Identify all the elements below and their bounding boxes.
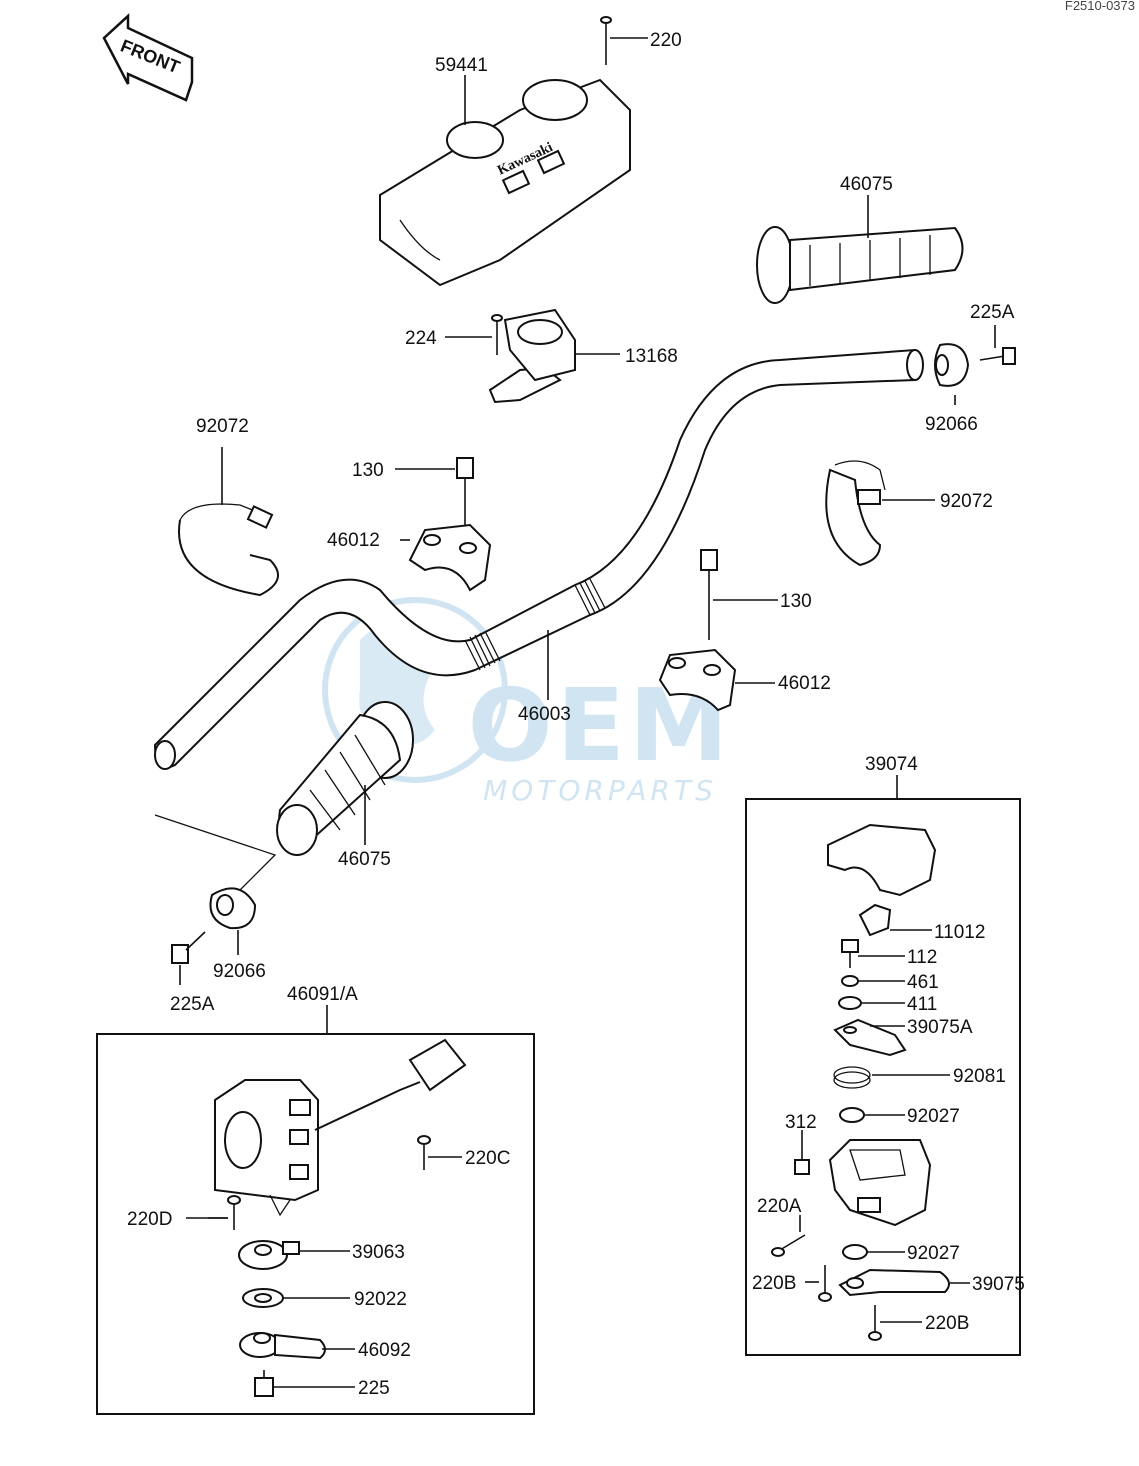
bolt-225A-right — [979, 325, 1016, 365]
bar-end-weight-left — [209, 887, 257, 955]
washer-92022 — [242, 1288, 350, 1308]
switch-housing-lower — [828, 1139, 932, 1227]
screw-220C — [417, 1135, 462, 1170]
label-46075-bottom: 46075 — [338, 849, 391, 870]
nut-225 — [254, 1370, 355, 1397]
switch-knob-11012 — [858, 903, 932, 937]
label-92066-top: 92066 — [925, 414, 978, 435]
label-46003: 46003 — [518, 704, 571, 725]
label-225A-top: 225A — [970, 302, 1015, 323]
label-46092: 46092 — [358, 1340, 411, 1361]
throttle-cable-holder — [488, 308, 620, 404]
label-220B-right: 220B — [925, 1313, 969, 1334]
label-92066-bottom: 92066 — [213, 961, 266, 982]
screw-220B-left — [805, 1265, 832, 1302]
diagram-reference-code: F2510-0373 — [1065, 0, 1135, 13]
washer-461 — [841, 975, 905, 987]
handlebar-grip-left — [276, 701, 414, 856]
label-39074: 39074 — [865, 754, 918, 775]
label-46012-right: 46012 — [778, 673, 831, 694]
label-39063: 39063 — [352, 1242, 405, 1263]
handlebar — [153, 348, 924, 770]
label-11012: 11012 — [934, 922, 985, 943]
handlebar-holder-upper-left — [400, 523, 492, 592]
label-39075A: 39075A — [907, 1017, 973, 1038]
cable-band-right — [825, 460, 935, 567]
label-411: 411 — [907, 994, 937, 1015]
label-92072-right: 92072 — [940, 491, 993, 512]
label-46091A: 46091/A — [287, 984, 358, 1005]
label-39075: 39075 — [972, 1274, 1025, 1295]
label-13168: 13168 — [625, 346, 678, 367]
label-92072-left: 92072 — [196, 416, 249, 437]
seal-92027-lower — [842, 1244, 905, 1260]
label-312: 312 — [785, 1112, 817, 1133]
right-switch-assembly-box — [745, 775, 1021, 1356]
spring-92081 — [833, 1066, 950, 1089]
plate-39075A — [833, 1018, 907, 1057]
bolt-130-right — [700, 549, 778, 640]
throttle-pulley-39063 — [238, 1240, 350, 1270]
screw-224 — [445, 314, 503, 355]
left-switch-assembly-box — [96, 1005, 535, 1415]
label-130-left: 130 — [352, 460, 384, 481]
screw-220B-right — [868, 1305, 922, 1341]
front-direction-arrow: FRONT — [102, 13, 194, 102]
label-112: 112 — [907, 947, 937, 968]
label-220C: 220C — [465, 1148, 510, 1169]
label-220: 220 — [650, 30, 682, 51]
label-92081: 92081 — [953, 1066, 1006, 1087]
screw-112 — [841, 939, 905, 968]
label-46012-left: 46012 — [327, 530, 380, 551]
label-461: 461 — [907, 972, 939, 993]
label-92027-lower: 92027 — [907, 1243, 960, 1264]
label-59441: 59441 — [435, 55, 488, 76]
label-225A-bottom: 225A — [170, 994, 215, 1015]
part-labels: 59441 220 46075 225A 224 13168 92066 920… — [127, 30, 1025, 1399]
label-220A: 220A — [757, 1196, 802, 1217]
label-92022: 92022 — [354, 1289, 407, 1310]
label-224: 224 — [405, 328, 437, 349]
handlebar-holder-upper-right — [658, 648, 775, 712]
switch-housing-cover: Kawasaki — [379, 78, 631, 287]
label-46075-top: 46075 — [840, 174, 893, 195]
plate-39075 — [838, 1268, 970, 1297]
bolt-225A-left — [171, 931, 206, 985]
label-220B-left: 220B — [752, 1273, 796, 1294]
throttle-lever-46092 — [239, 1332, 355, 1360]
bar-end-weight-right — [934, 343, 970, 405]
screw-220D — [186, 1195, 241, 1230]
label-92027-upper: 92027 — [907, 1106, 960, 1127]
seal-92027-upper — [839, 1107, 905, 1123]
screw-220 — [600, 16, 648, 65]
washer-411 — [838, 996, 905, 1010]
cable-band-left — [178, 447, 279, 597]
label-225: 225 — [358, 1378, 390, 1399]
handlebar-grip-right — [756, 195, 964, 304]
screw-220A — [771, 1215, 806, 1257]
bar-end-leader-lines — [154, 814, 277, 896]
bolt-130-left — [395, 457, 474, 525]
nut-312 — [794, 1130, 810, 1175]
watermark-sub-text: MOTORPARTS — [483, 774, 717, 807]
label-220D: 220D — [127, 1209, 172, 1230]
label-130-right: 130 — [780, 591, 812, 612]
